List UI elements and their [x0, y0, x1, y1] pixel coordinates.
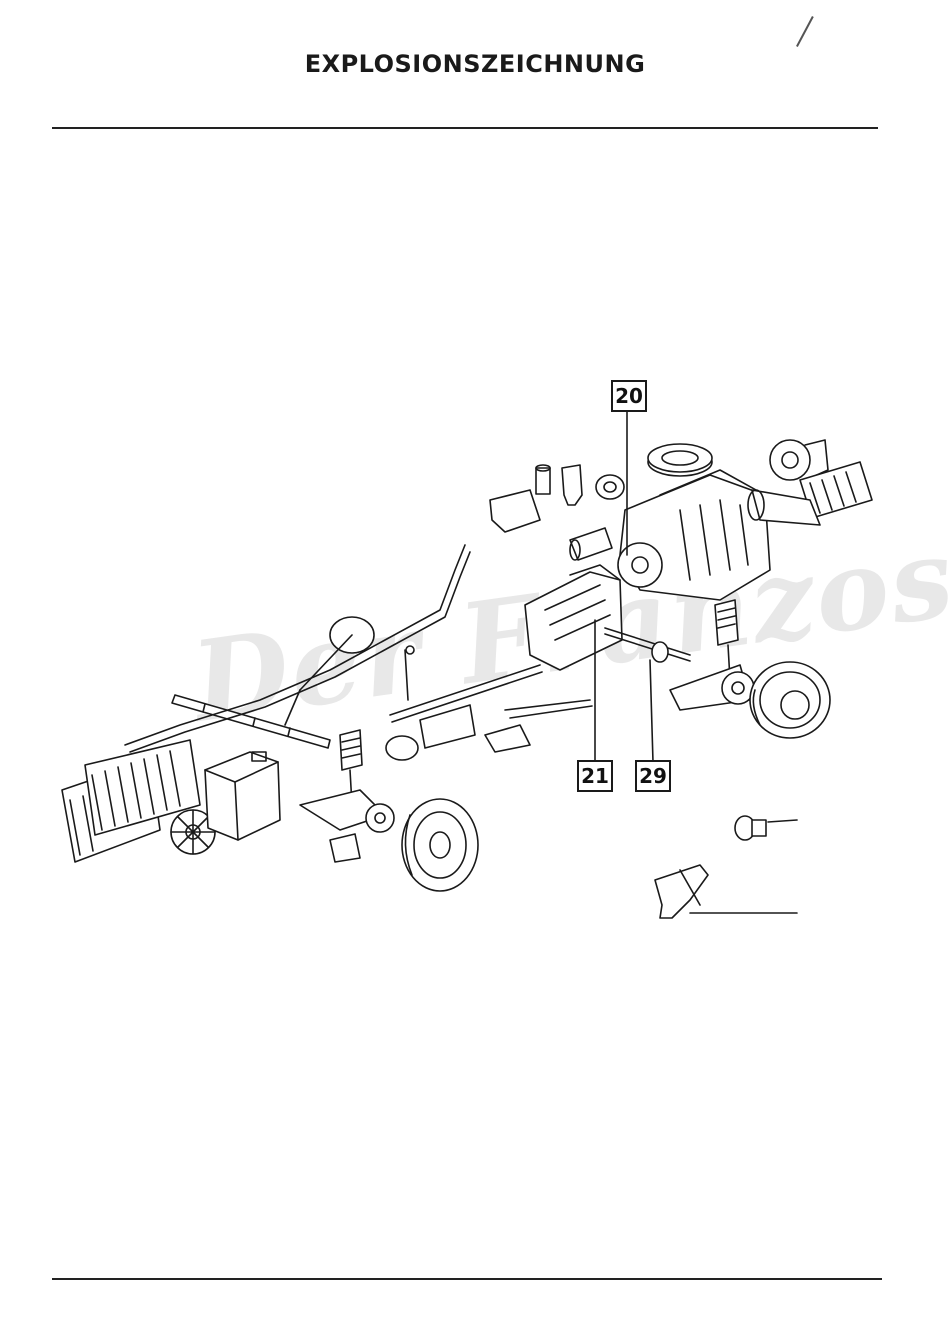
callout-21: 21 [577, 760, 613, 792]
rear-suspension [670, 600, 754, 710]
front-left-suspension [300, 730, 394, 862]
control-unit [490, 490, 540, 532]
steering-assembly [172, 617, 374, 748]
bulb [735, 816, 797, 840]
engine-block [618, 470, 770, 600]
front-wheel-rim [402, 799, 478, 891]
air-filter [648, 444, 712, 476]
car-jack [655, 865, 797, 918]
ignition-coil [536, 465, 550, 494]
driveshaft-parts [386, 700, 592, 760]
bottom-rule [52, 1278, 882, 1280]
callout-20: 20 [611, 380, 647, 412]
distributor [562, 465, 582, 505]
gearbox [525, 565, 622, 670]
alternator [596, 475, 624, 499]
exhaust-pipe [125, 545, 470, 752]
callout-29: 29 [635, 760, 671, 792]
starter-motor [570, 528, 612, 560]
callout-29-leader [650, 660, 653, 762]
expansion-tank [205, 752, 280, 840]
rear-wheel [750, 662, 830, 738]
